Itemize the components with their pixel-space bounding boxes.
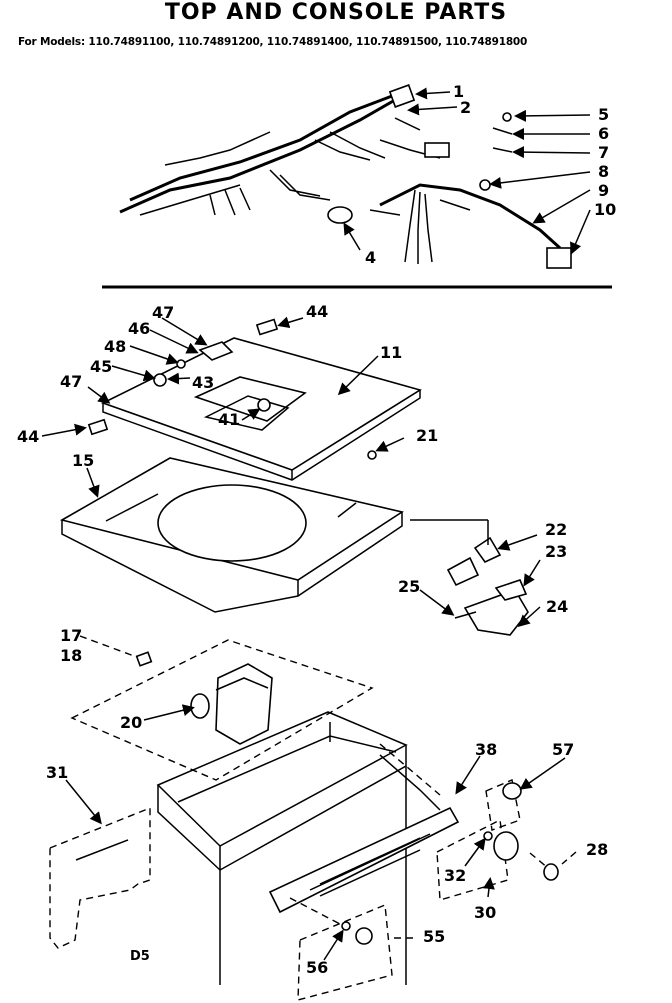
- callout-48: 48: [104, 337, 126, 356]
- callout-6: 6: [598, 124, 609, 143]
- callout-20: 20: [120, 713, 142, 732]
- callout-47-top: 47: [152, 303, 174, 322]
- page-title: TOP AND CONSOLE PARTS: [164, 0, 508, 25]
- callout-17: 17: [60, 626, 82, 645]
- callout-28: 28: [586, 840, 608, 859]
- callout-1: 1: [453, 82, 464, 101]
- callout-leaders: [41, 87, 591, 961]
- callout-25: 25: [398, 577, 420, 596]
- callout-30: 30: [474, 903, 496, 922]
- cabinet-body: [156, 711, 559, 1001]
- callout-43: 43: [192, 373, 214, 392]
- washer-top-part: [59, 457, 405, 613]
- timer-mounting-area: [70, 639, 374, 781]
- callout-45: 45: [90, 357, 112, 376]
- callout-5: 5: [598, 105, 609, 124]
- wiring-harness: [119, 84, 572, 269]
- callout-57: 57: [552, 740, 574, 759]
- callout-15: 15: [72, 451, 94, 470]
- callout-22: 22: [545, 520, 567, 539]
- callout-2: 2: [460, 98, 471, 117]
- callout-11: 11: [380, 343, 402, 362]
- callout-10: 10: [594, 200, 616, 219]
- callout-24: 24: [546, 597, 568, 616]
- callout-56: 56: [306, 958, 328, 977]
- callout-9: 9: [598, 181, 609, 200]
- callout-21: 21: [416, 426, 438, 445]
- console-part: [87, 318, 422, 481]
- diagram-code: D5: [130, 949, 150, 964]
- callout-55: 55: [423, 927, 445, 946]
- callout-32: 32: [444, 866, 466, 885]
- lid-switch-parts: [410, 519, 529, 636]
- models-line: For Models: 110.74891100, 110.74891200, …: [18, 36, 528, 48]
- callout-41: 41: [218, 410, 240, 429]
- callout-31: 31: [46, 763, 68, 782]
- callout-18: 18: [60, 646, 82, 665]
- callout-44-top: 44: [306, 302, 328, 321]
- callout-8: 8: [598, 162, 609, 181]
- callout-labels: 1 2 4 5 6 7 8 9 10 11 15 17 18 20 21 22 …: [17, 82, 616, 977]
- callout-44-left: 44: [17, 427, 39, 446]
- callout-7: 7: [598, 143, 609, 162]
- callout-23: 23: [545, 542, 567, 561]
- side-panel-part: [49, 806, 151, 949]
- callout-38: 38: [475, 740, 497, 759]
- callout-47-left: 47: [60, 372, 82, 391]
- callout-4: 4: [365, 248, 376, 267]
- callout-46: 46: [128, 319, 150, 338]
